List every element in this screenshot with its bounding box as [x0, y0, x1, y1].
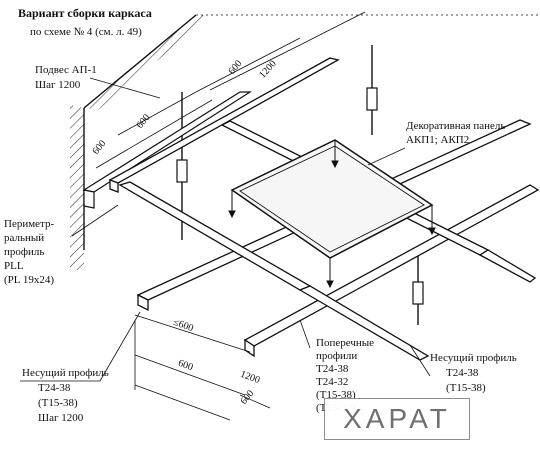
panel-types-label: АКП1; АКП2	[406, 134, 470, 146]
perimeter-label-4: PLL	[4, 260, 24, 272]
panel-arrows	[228, 140, 436, 289]
bearing-left-label-2: T24-38	[38, 382, 71, 394]
ceiling-slab	[83, 14, 212, 110]
diagram-subtitle: по схеме № 4 (см. л. 49)	[30, 26, 142, 38]
bearing-right-label-1: Несущий профиль	[430, 352, 517, 364]
cross-label-1: Поперечные	[316, 337, 375, 349]
bearing-left-label-1: Несущий профиль	[22, 367, 109, 379]
cross-label-4: T24-32	[316, 376, 349, 388]
leader-lines	[20, 77, 431, 382]
perimeter-label-2: ральный	[4, 232, 45, 244]
watermark-text: ХАРАТ	[343, 403, 451, 434]
bearing-left-label-3: (T15-38)	[38, 397, 78, 409]
perimeter-profile	[82, 91, 253, 209]
hanger-label: Подвес АП-1	[35, 64, 97, 76]
perimeter-label-3: профиль	[4, 246, 45, 258]
hanger-step-label: Шаг 1200	[35, 79, 81, 91]
cross-label-2: профили	[316, 350, 358, 362]
cross-label-3: T24-38	[316, 363, 349, 375]
perimeter-label-5: (PL 19x24)	[4, 274, 55, 286]
diagram-title: Вариант сборки каркаса	[18, 6, 152, 20]
bearing-right-label-3: (T15-38)	[446, 382, 486, 394]
perimeter-label-1: Периметр-	[4, 218, 55, 230]
wall	[70, 105, 85, 270]
watermark: ХАРАТ	[324, 398, 470, 440]
bearing-right-label-2: T24-38	[446, 367, 479, 379]
bearing-left-label-4: Шаг 1200	[38, 412, 84, 424]
dimension-lines	[95, 11, 366, 421]
panel-label: Декоративная панель	[406, 120, 506, 132]
